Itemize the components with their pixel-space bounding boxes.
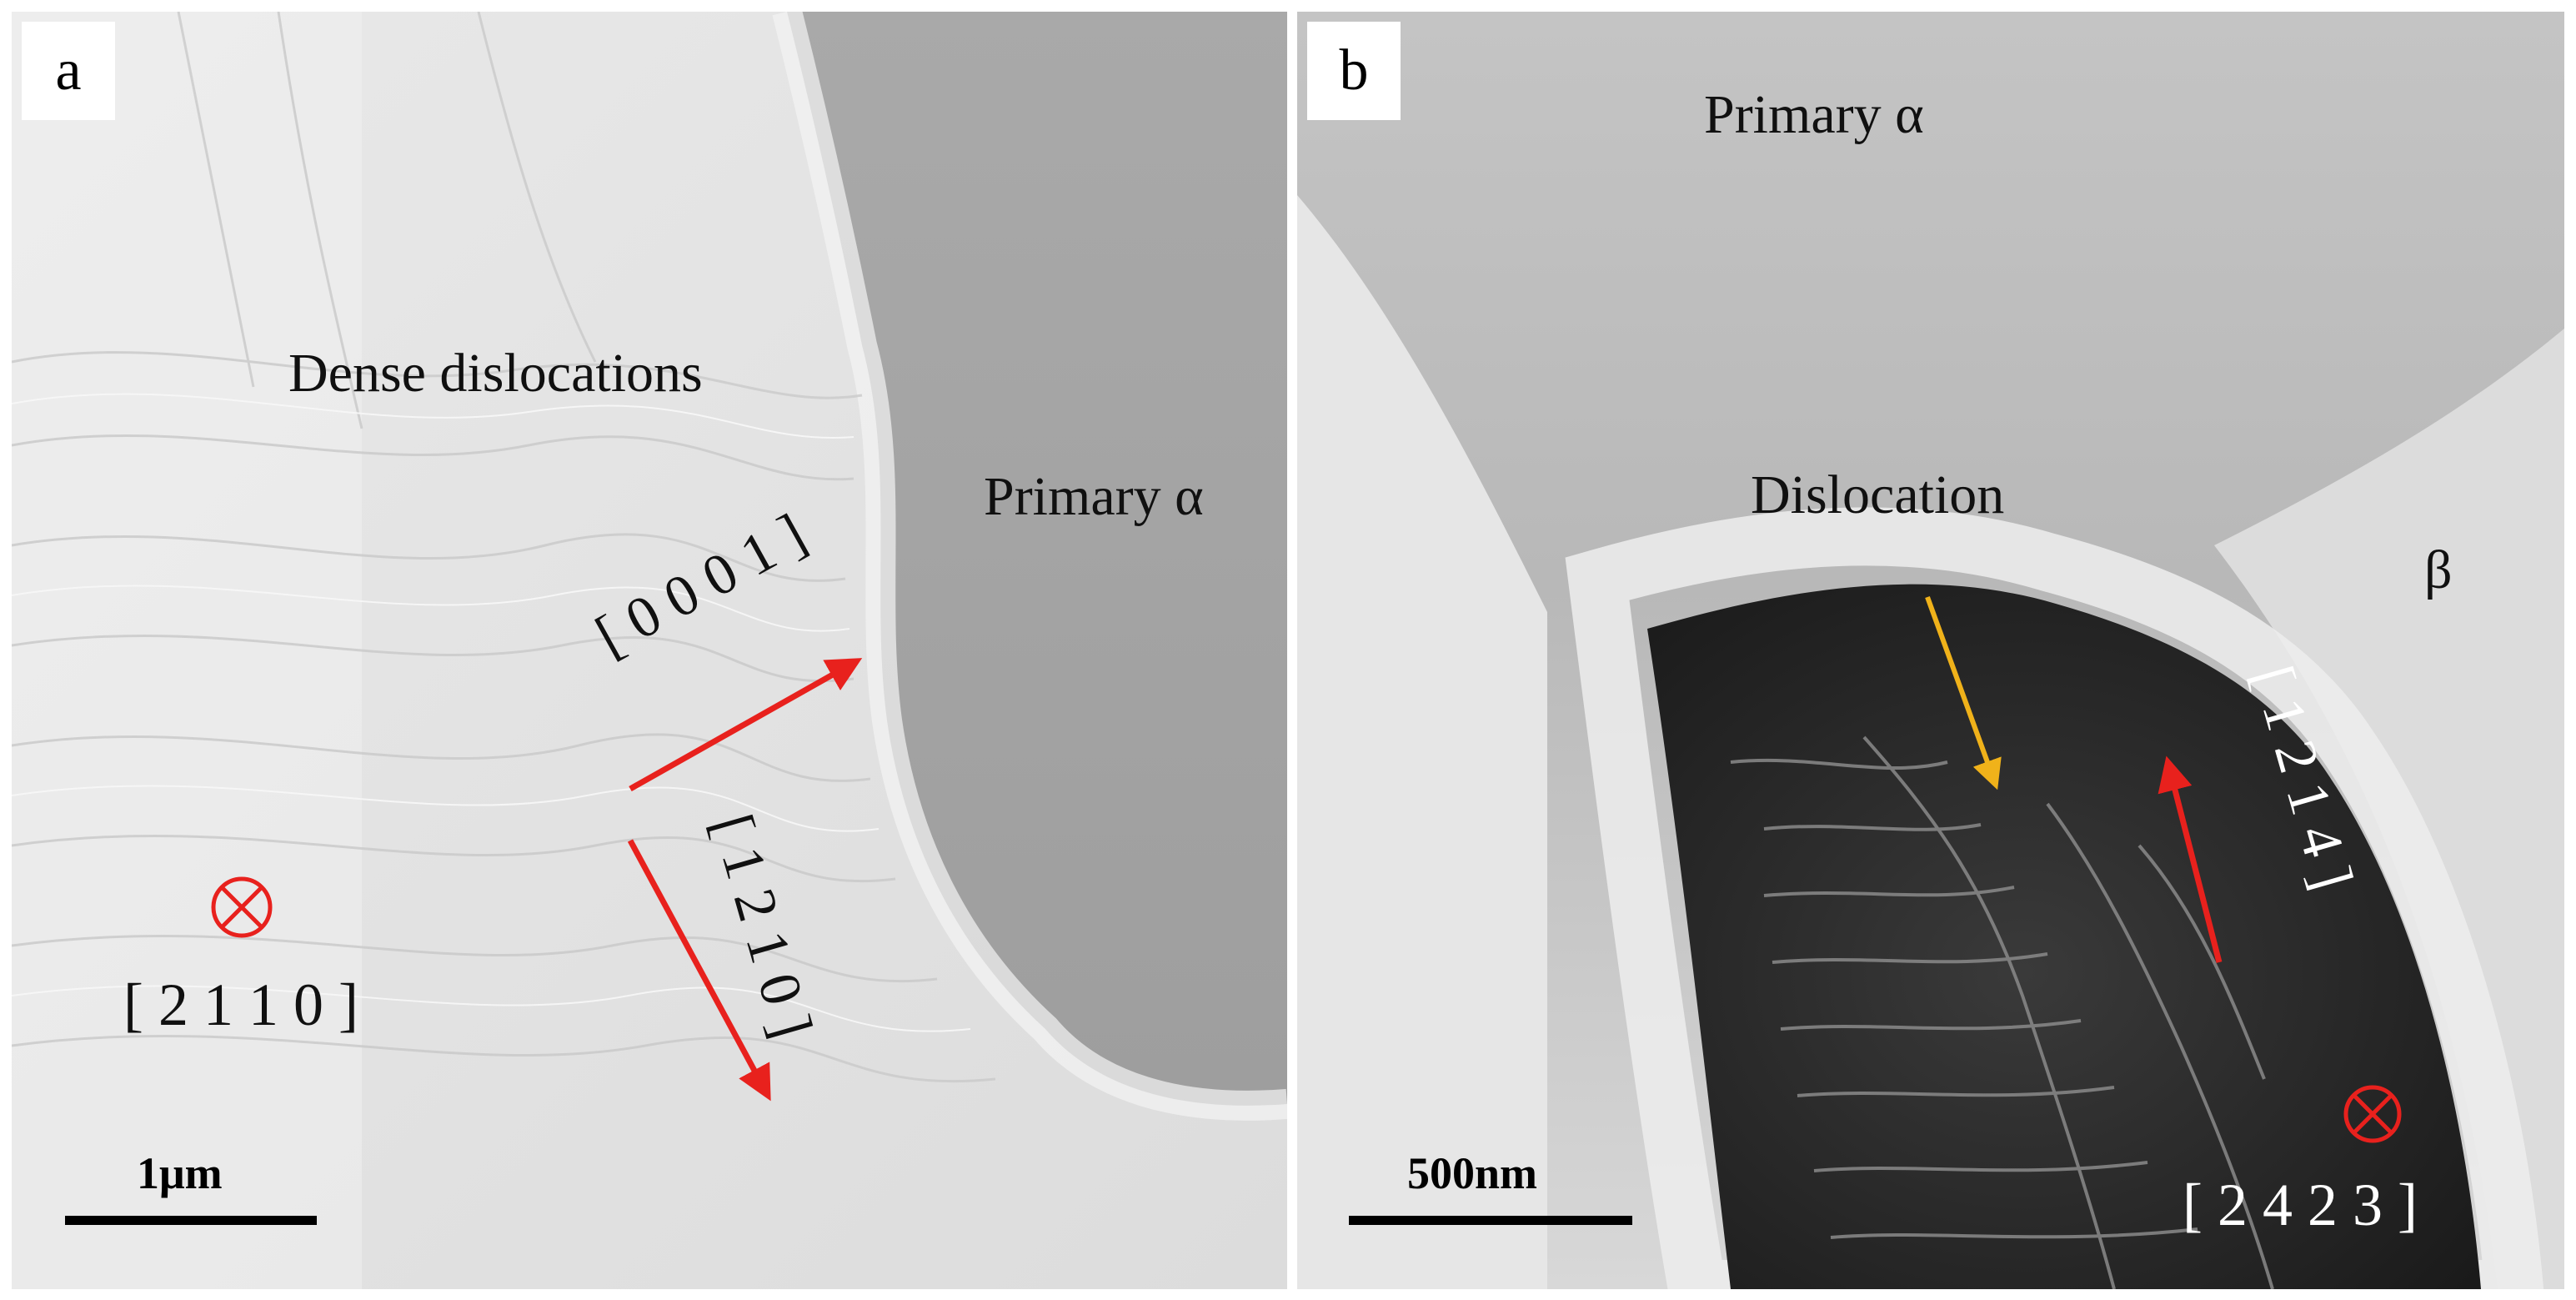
panel-a: a Dense dislocations Primary α [ 0 0 0 1… [12,12,1287,1289]
zone-axis-label-a: [ 2 1 1 0 ] [123,971,358,1038]
beta-label: β [2424,540,2453,600]
scalebar-label-b: 500nm [1407,1148,1538,1198]
scalebar-b [1349,1216,1632,1225]
micrograph-b-background [1297,12,2564,1289]
panel-label-b: b [1307,22,1401,120]
dense-dislocations-label: Dense dislocations [288,343,703,404]
dislocation-label: Dislocation [1751,464,2005,525]
micrograph-a-background [12,12,1287,1289]
scalebar-label-a: 1μm [137,1148,223,1198]
panel-b: b Primary α Dislocation β [ 1 2 1 4 ] [ … [1297,12,2564,1289]
primary-alpha-label-b: Primary α [1704,84,1924,145]
scalebar-a [65,1216,317,1225]
primary-alpha-label-a: Primary α [984,466,1204,527]
zone-axis-label-b: [ 2 4 2 3 ] [2183,1172,2418,1238]
panel-label-a: a [22,22,115,120]
